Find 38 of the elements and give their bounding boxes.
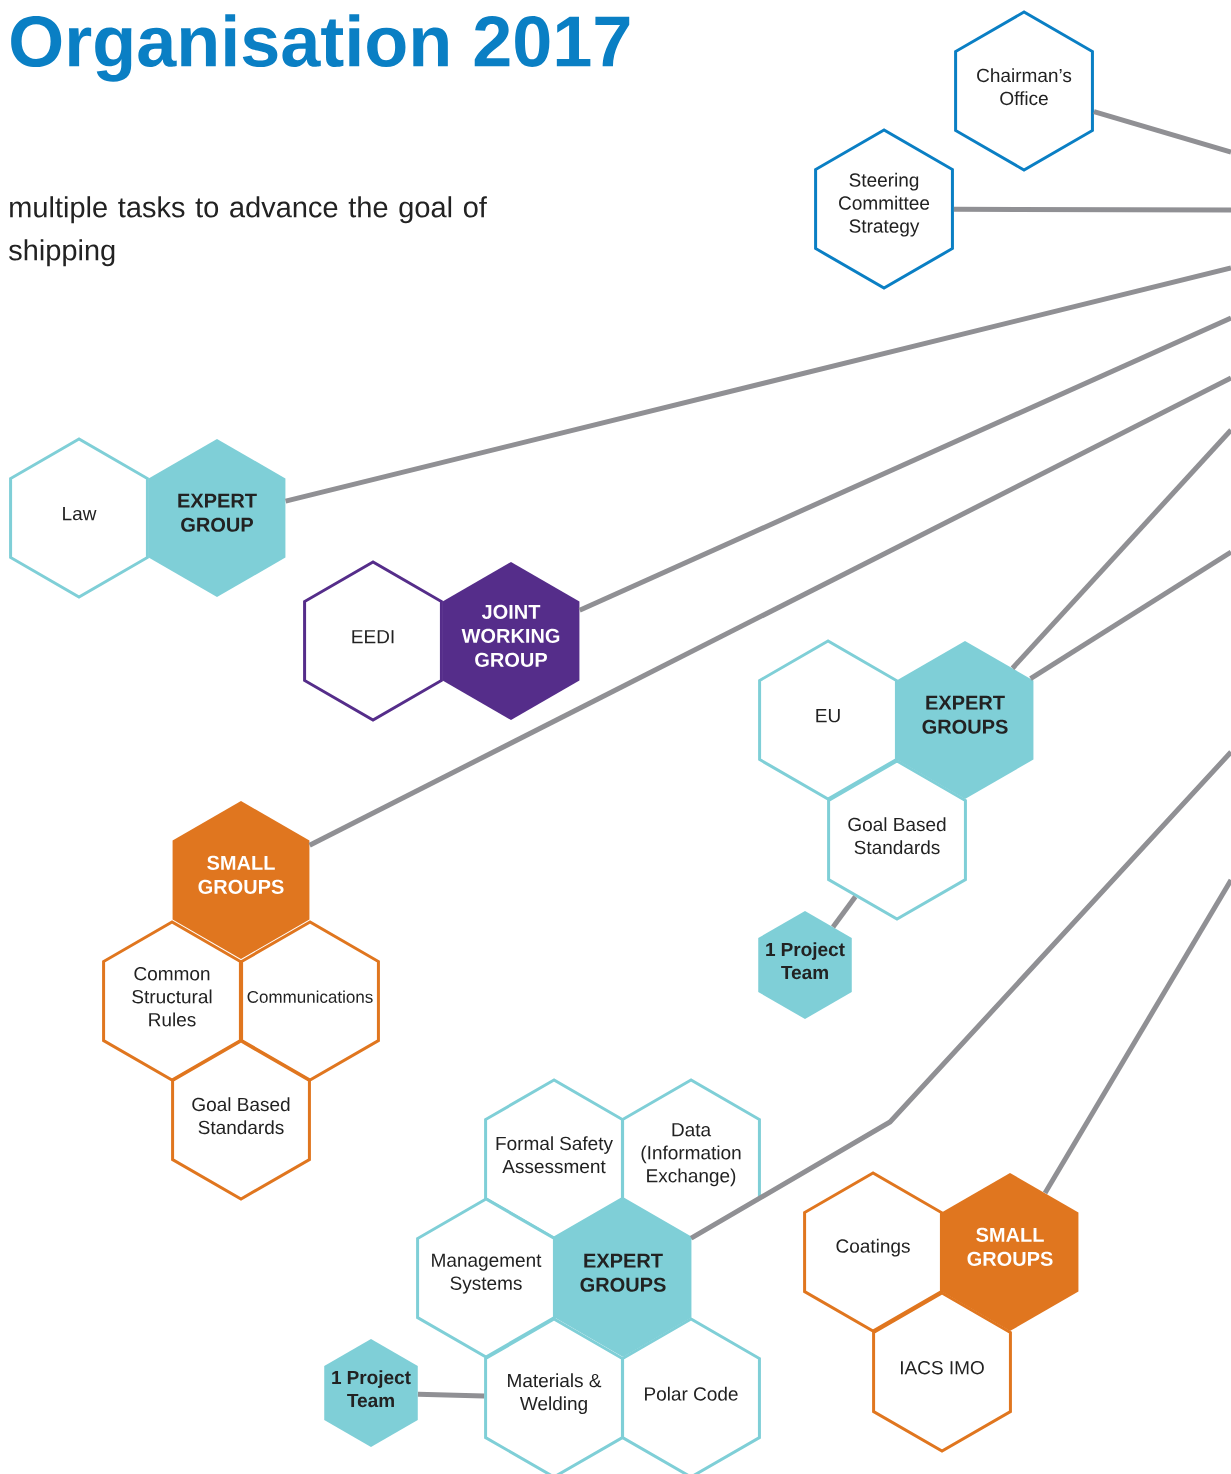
connector-line bbox=[831, 895, 858, 929]
topic-hexagon: Data (Information Exchange) bbox=[621, 1078, 761, 1240]
connector-line bbox=[1010, 428, 1231, 670]
topic-hexagon: Polar Code bbox=[621, 1317, 761, 1474]
group-hexagon: SMALL GROUPS bbox=[172, 801, 310, 959]
topic-hexagon: EEDI bbox=[303, 560, 443, 722]
node-label: EXPERT GROUP bbox=[178, 493, 257, 532]
connector-line bbox=[1093, 109, 1231, 155]
committee-hexagon: Chairman’s Office bbox=[954, 10, 1094, 172]
topic-hexagon: EU bbox=[758, 639, 898, 801]
topic-hexagon: Law bbox=[9, 437, 149, 599]
connector-line bbox=[285, 265, 1231, 504]
group-hexagon: EXPERT GROUP bbox=[148, 439, 286, 597]
group-hexagon: EXPERT GROUPS bbox=[896, 641, 1034, 799]
committee-hexagon: Steering Committee Strategy bbox=[814, 128, 954, 290]
project-team-hexagon: 1 Project Team bbox=[758, 911, 852, 1019]
group-hexagon: JOINT WORKING GROUP bbox=[442, 562, 580, 720]
connector-line bbox=[1029, 549, 1231, 681]
topic-hexagon: Management Systems bbox=[416, 1197, 556, 1359]
connector-line bbox=[308, 375, 1231, 848]
title: Organisation 2017 bbox=[11, 14, 630, 82]
connector-line bbox=[578, 315, 1231, 613]
topic-hexagon: Common Structural Rules bbox=[102, 920, 242, 1082]
connector-line bbox=[953, 206, 1231, 213]
topic-hexagon: Goal Based Standards bbox=[827, 759, 967, 921]
group-hexagon: SMALL GROUPS bbox=[941, 1173, 1079, 1331]
connector-line bbox=[1042, 878, 1231, 1195]
connector-line bbox=[417, 1391, 485, 1399]
topic-hexagon: Materials & Welding bbox=[484, 1317, 624, 1474]
topic-hexagon: IACS IMO bbox=[872, 1291, 1012, 1453]
project-team-hexagon: 1 Project Team bbox=[324, 1339, 418, 1447]
topic-hexagon: Formal Safety Assessment bbox=[484, 1078, 624, 1240]
group-hexagon: EXPERT GROUPS bbox=[554, 1199, 692, 1357]
topic-hexagon: Goal Based Standards bbox=[171, 1039, 311, 1201]
topic-hexagon: Communications bbox=[240, 920, 380, 1082]
connector-line bbox=[689, 750, 1231, 1241]
topic-hexagon: Coatings bbox=[803, 1171, 943, 1333]
subtitle: multiple tasks to advance the goal of shipping bbox=[9, 196, 487, 267]
